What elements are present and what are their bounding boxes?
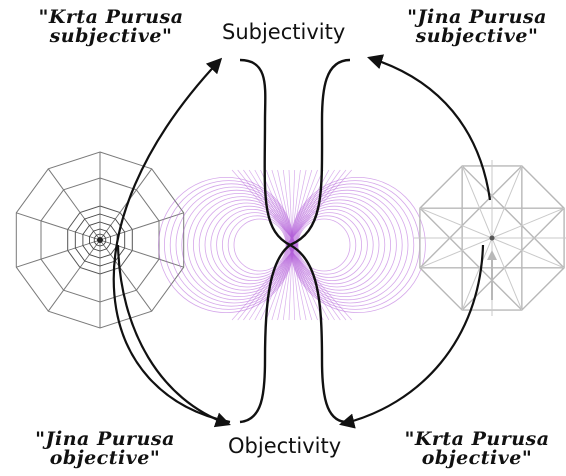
decagon-spoke [48,290,63,311]
center-dot [490,236,495,241]
octagram-star-figure [414,160,566,316]
decagon-spoke [16,213,41,221]
decagon-spoke [136,169,151,190]
decagon-spoke [136,290,151,311]
purple-circle [293,193,396,296]
decagon-spoke [68,229,100,240]
purple-circle [291,184,413,306]
decagon-spoke [68,240,100,251]
center-cross-curve-right [290,60,350,422]
label-line: objective" [10,449,200,468]
star-line [420,166,522,268]
purple-circle [234,219,286,271]
purple-circle [297,213,362,278]
label-jina-purusa-objective: "Jina Purusa objective" [10,430,200,468]
center-dot [97,237,103,243]
purple-circle [294,200,384,290]
purple-circle [170,184,292,306]
star-line [462,208,564,310]
label-line: subjective" [388,27,566,46]
label-jina-purusa-subjective: "Jina Purusa subjective" [388,8,566,46]
decagon-spoke [16,259,41,267]
center-cross-curve-left [240,60,290,422]
subjectivity-label: Subjectivity [222,20,345,44]
purple-circle [188,193,291,296]
label-line: objective" [388,449,566,468]
star-line [420,208,522,310]
label-line: subjective" [18,27,204,46]
label-krta-purusa-objective: "Krta Purusa objective" [388,430,566,468]
decagon-spoke [64,268,80,291]
arc-arrow-left-upward [114,60,230,422]
decagon-spoke [132,251,159,260]
decagon-spoke [100,229,132,240]
purple-circle [205,203,289,287]
decagon-spoke [41,221,68,230]
label-krta-purusa-subjective: "Krta Purusa subjective" [18,8,204,46]
decagon-spoke [48,169,63,190]
purple-circle [291,181,420,310]
star-line [462,166,564,268]
arc-arrow-right-upward [370,58,490,200]
decagon-spoke [64,190,80,213]
arc-arrow-left-downward [118,245,228,424]
objectivity-label: Objectivity [228,434,341,458]
purple-circle [298,219,350,271]
up-pointer-icon [487,250,497,260]
decagon-spoke [132,221,159,230]
purple-circle [228,216,286,274]
purple-circle [222,213,287,278]
decagon-spoke [41,251,68,260]
purple-circle [297,216,355,274]
